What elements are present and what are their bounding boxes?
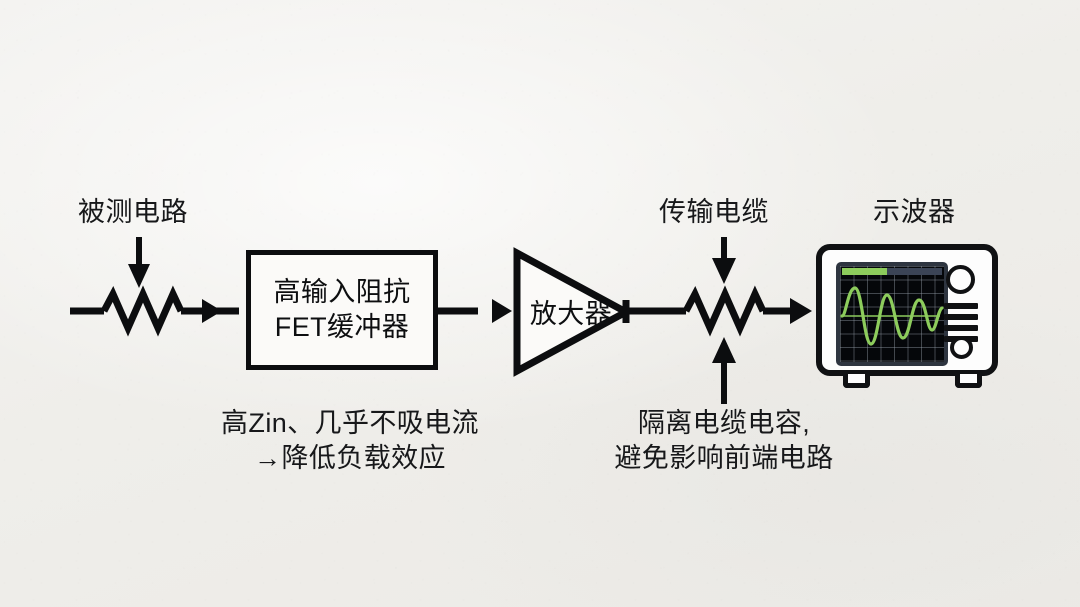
scope-foot-left: [843, 374, 870, 388]
label-scope: 示波器: [873, 197, 956, 227]
oscilloscope-waveform: [840, 286, 944, 346]
buffer-block-line1: 高输入阻抗: [273, 276, 411, 307]
scope-knob-large[interactable]: [946, 265, 975, 294]
oscilloscope-control-panel: [939, 262, 983, 366]
scope-slider-3[interactable]: [944, 325, 978, 331]
resistor-symbol-dut: [100, 285, 185, 337]
oscilloscope-progress-bar: [842, 268, 942, 275]
caption-left: 高Zin、几乎不吸电流 →降低负载效应: [150, 406, 550, 476]
scope-slider-2[interactable]: [944, 314, 978, 320]
caption-left-line2: →降低负载效应: [254, 443, 446, 474]
oscilloscope-progress-fill: [842, 268, 887, 275]
amplifier-triangle: [513, 247, 634, 377]
oscilloscope: [816, 244, 998, 376]
oscilloscope-screen: [840, 266, 944, 362]
resistor-symbol-cable: [682, 285, 767, 337]
arrowhead-into-buffer: [202, 299, 222, 323]
oscilloscope-screen-bezel: [836, 262, 948, 366]
caption-right-line1: 隔离电缆电容,: [637, 408, 811, 438]
arrowhead-into-scope: [790, 298, 812, 324]
arrowhead-cable-down: [712, 258, 736, 284]
arrowhead-caption-up: [712, 337, 736, 363]
arrowhead-dut-down: [128, 264, 150, 288]
label-dut: 被测电路: [78, 197, 188, 227]
label-cable: 传输电缆: [659, 197, 769, 227]
caption-right-line2: 避免影响前端电路: [614, 443, 834, 474]
arrowhead-into-amplifier: [492, 299, 512, 323]
caption-right: 隔离电缆电容, 避免影响前端电路: [574, 406, 874, 476]
caption-left-line1: 高Zin、几乎不吸电流: [221, 408, 479, 438]
buffer-block-line2: FET缓冲器: [274, 312, 410, 342]
scope-foot-right: [955, 374, 982, 388]
scope-knob-small[interactable]: [950, 336, 973, 359]
buffer-block-text: 高输入阻抗 FET缓冲器: [274, 275, 411, 345]
amplifier-label: 放大器: [529, 299, 613, 329]
scope-slider-1[interactable]: [944, 303, 978, 309]
buffer-block: 高输入阻抗 FET缓冲器: [246, 250, 438, 370]
